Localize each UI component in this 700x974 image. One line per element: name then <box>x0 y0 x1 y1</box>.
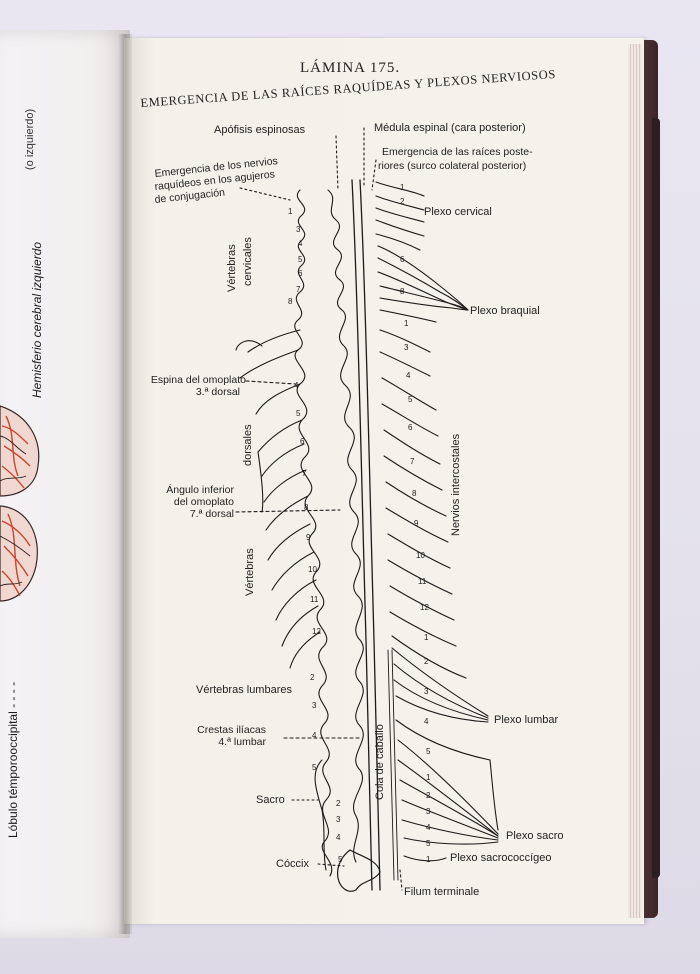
label-vertebras: Vértebras <box>244 548 256 596</box>
label-nervios-intercostales: Nervios intercostales <box>450 433 462 536</box>
label-angulo-1: Ángulo inferior <box>166 484 234 496</box>
label-dorsales: dorsales <box>242 424 254 466</box>
svg-text:2: 2 <box>336 799 341 808</box>
svg-text:11: 11 <box>418 577 427 586</box>
svg-text:3: 3 <box>424 687 429 696</box>
svg-text:7: 7 <box>410 457 415 466</box>
svg-text:1: 1 <box>400 183 405 192</box>
svg-text:4: 4 <box>294 381 299 390</box>
label-vertebras-cervicales-2: cervicales <box>242 237 254 286</box>
svg-text:12: 12 <box>312 627 321 636</box>
svg-text:10: 10 <box>308 565 317 574</box>
book-gutter <box>118 34 132 934</box>
svg-text:1: 1 <box>426 855 431 864</box>
label-sacro: Sacro <box>256 794 285 806</box>
svg-text:2: 2 <box>310 673 315 682</box>
svg-text:8: 8 <box>288 297 293 306</box>
svg-text:8: 8 <box>304 503 309 512</box>
svg-text:8: 8 <box>400 287 405 296</box>
svg-text:9: 9 <box>414 519 419 528</box>
label-plexo-braquial: Plexo braquial <box>470 305 540 317</box>
label-angulo-3: 7.ª dorsal <box>189 508 234 520</box>
svg-text:4: 4 <box>298 239 303 248</box>
svg-text:6: 6 <box>300 437 305 446</box>
svg-text:6: 6 <box>400 255 405 264</box>
svg-text:2: 2 <box>424 657 429 666</box>
svg-text:4: 4 <box>426 823 431 832</box>
svg-text:2: 2 <box>426 791 431 800</box>
svg-text:3: 3 <box>312 701 317 710</box>
label-crestas-2: 4.ª lumbar <box>218 736 266 748</box>
label-emergencia-posteriores-2: riores (surco colateral posterior) <box>378 160 527 172</box>
brain-illustration <box>0 405 40 602</box>
svg-text:3: 3 <box>296 225 301 234</box>
svg-text:1: 1 <box>424 633 429 642</box>
plate-number: LÁMINA 175. <box>300 60 401 76</box>
svg-text:1: 1 <box>404 319 409 328</box>
svg-text:11: 11 <box>310 595 319 604</box>
svg-text:5: 5 <box>296 409 301 418</box>
right-page <box>124 38 644 924</box>
label-angulo-2: del omoplato <box>173 496 234 508</box>
label-plexo-lumbar: Plexo lumbar <box>494 714 559 726</box>
label-crestas-1: Crestas ilíacas <box>197 724 266 736</box>
svg-text:3: 3 <box>336 815 341 824</box>
svg-text:5: 5 <box>298 255 303 264</box>
svg-text:4: 4 <box>424 717 429 726</box>
svg-text:5: 5 <box>312 763 317 772</box>
label-apofisis: Apófisis espinosas <box>214 124 306 136</box>
svg-text:1: 1 <box>288 207 293 216</box>
cover-edge <box>652 118 660 878</box>
svg-text:3: 3 <box>426 807 431 816</box>
svg-text:3: 3 <box>404 343 409 352</box>
svg-text:12: 12 <box>420 603 429 612</box>
label-vertebras-lumbares: Vértebras lumbares <box>196 684 292 696</box>
svg-text:6: 6 <box>298 269 303 278</box>
label-coccix: Cóccix <box>276 858 310 870</box>
label-espina-1: Espina del omoplato <box>150 374 246 386</box>
svg-text:5: 5 <box>426 747 431 756</box>
svg-text:6: 6 <box>408 423 413 432</box>
svg-text:7: 7 <box>302 469 307 478</box>
svg-text:5: 5 <box>426 839 431 848</box>
svg-text:8: 8 <box>412 489 417 498</box>
label-emergencia-posteriores-1: Emergencia de las raíces poste- <box>382 146 533 158</box>
label-plexo-cervical: Plexo cervical <box>424 206 492 218</box>
label-filum-terminale: Filum terminale <box>404 886 480 898</box>
svg-text:1: 1 <box>426 773 431 782</box>
left-page: (o izquierdo) Hemisferio cerebral izquie… <box>0 30 130 938</box>
page-edge <box>628 44 642 918</box>
svg-text:10: 10 <box>416 551 425 560</box>
label-plexo-sacrococcigeo: Plexo sacrococcígeo <box>450 852 552 864</box>
svg-text:5: 5 <box>408 395 413 404</box>
svg-text:2: 2 <box>400 197 405 206</box>
svg-text:4: 4 <box>312 731 317 740</box>
label-plexo-sacro: Plexo sacro <box>506 830 564 842</box>
label-espina-2: 3.ª dorsal <box>195 386 240 398</box>
label-medula: Médula espinal (cara posterior) <box>374 122 526 134</box>
label-vertebras-cervicales-1: Vértebras <box>226 244 238 292</box>
svg-text:9: 9 <box>306 533 311 542</box>
svg-text:4: 4 <box>406 371 411 380</box>
svg-text:5: 5 <box>338 855 343 864</box>
label-cola-caballo: Cola de caballo <box>374 724 386 800</box>
svg-text:4: 4 <box>336 833 341 842</box>
svg-text:7: 7 <box>296 285 301 294</box>
